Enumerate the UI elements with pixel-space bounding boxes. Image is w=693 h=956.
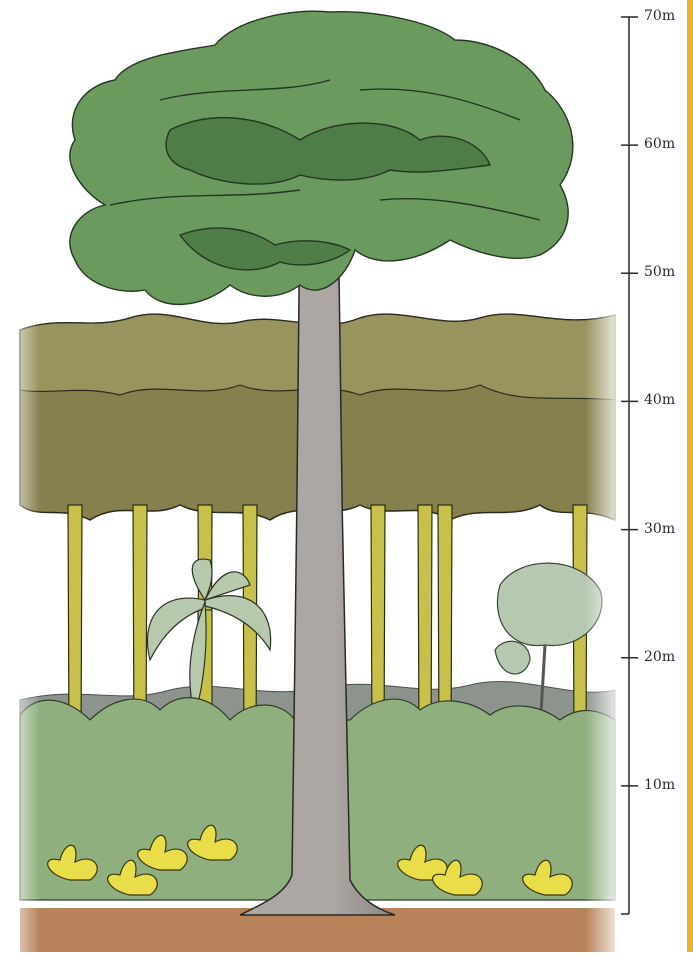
left-fade <box>0 300 40 952</box>
ruler-label: 70m <box>644 9 675 23</box>
accent-edge-bar <box>687 0 693 952</box>
ruler-label: 40m <box>644 393 675 407</box>
ruler-label: 50m <box>644 265 675 279</box>
ruler-label: 20m <box>644 650 675 664</box>
ruler-label: 60m <box>644 137 675 151</box>
right-fade <box>585 300 625 952</box>
emergent-crown <box>70 11 573 304</box>
ruler-label: 30m <box>644 522 675 536</box>
ruler-label: 10m <box>644 778 675 792</box>
